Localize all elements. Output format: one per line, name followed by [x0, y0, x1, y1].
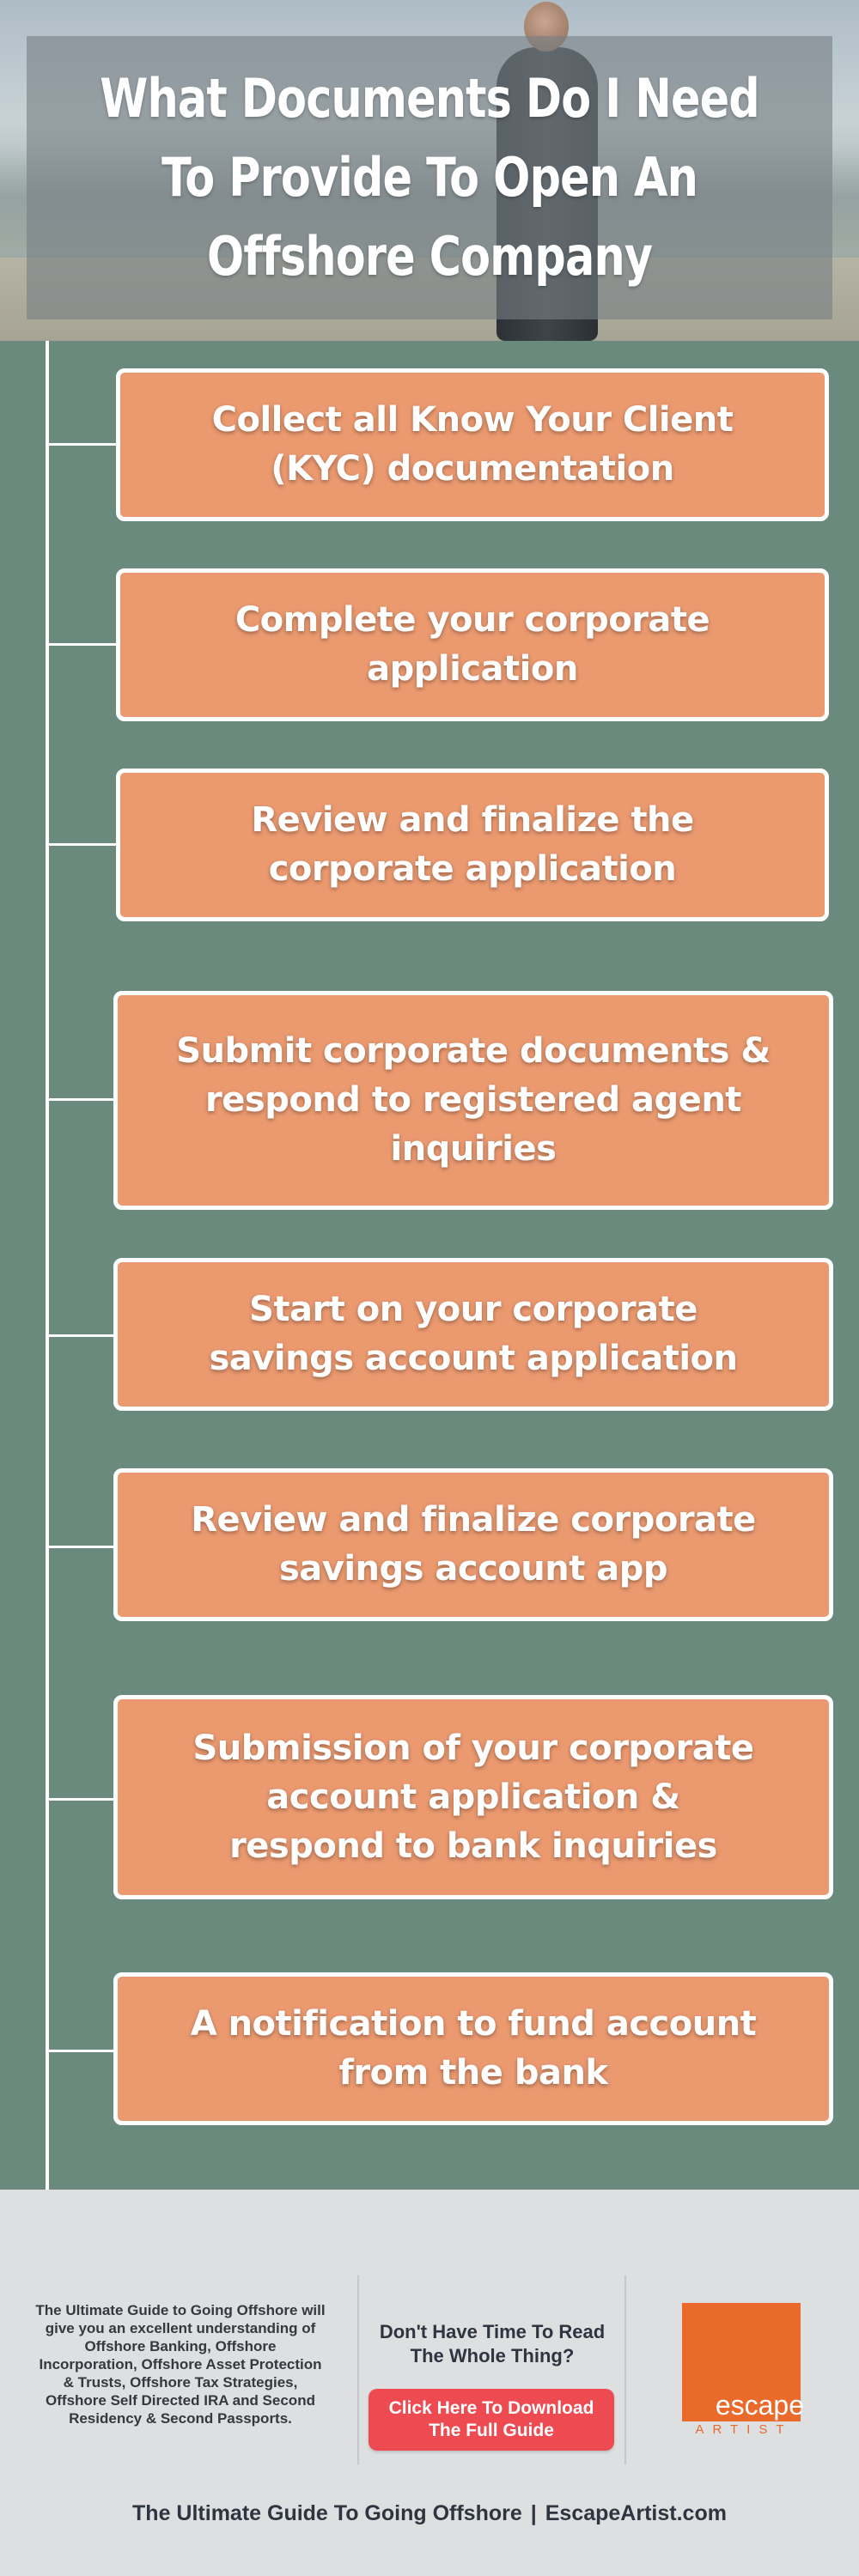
step-card: Submit corporate documents & respond to … [113, 991, 833, 1210]
step-label: Collect all Know Your Client (KYC) docum… [211, 400, 734, 489]
tagline-site-link[interactable]: EscapeArtist.com [545, 2501, 727, 2525]
step-label: Complete your corporate application [235, 600, 710, 689]
timeline-line [46, 341, 49, 2190]
step-label: Review and finalize the corporate applic… [251, 800, 694, 889]
escape-artist-logo[interactable] [682, 2303, 801, 2421]
step-card: Submission of your corporate account app… [113, 1695, 833, 1899]
timeline-connector [47, 2050, 116, 2052]
header: What Documents Do I Need To Provide To O… [0, 0, 859, 341]
logo-wordmark-artist: ARTIST [695, 2422, 793, 2437]
title-box: What Documents Do I Need To Provide To O… [27, 36, 832, 319]
step-label: Submission of your corporate account app… [192, 1728, 754, 1866]
step-card: Collect all Know Your Client (KYC) docum… [116, 368, 829, 521]
cta-question: Don't Have Time To Read The Whole Thing? [379, 2321, 606, 2366]
guide-description: The Ultimate Guide to Going Offshore wil… [35, 2302, 326, 2427]
footer: The Ultimate Guide to Going Offshore wil… [0, 2190, 859, 2576]
download-guide-button[interactable]: Click Here To Download The Full Guide [369, 2389, 614, 2451]
step-card: Review and finalize corporate savings ac… [113, 1468, 833, 1621]
step-label: A notification to fund account from the … [190, 2004, 757, 2093]
timeline-connector [47, 1334, 116, 1337]
steps-timeline: Collect all Know Your Client (KYC) docum… [0, 341, 859, 2190]
timeline-connector [47, 1546, 116, 1548]
step-label: Submit corporate documents & respond to … [176, 1031, 771, 1169]
footer-tagline: The Ultimate Guide To Going Offshore | Esc… [0, 2500, 859, 2526]
step-card: Complete your corporate application [116, 568, 829, 721]
step-card: Start on your corporate savings account … [113, 1258, 833, 1411]
timeline-connector [47, 1098, 116, 1101]
logo-wordmark-escape: escape [715, 2390, 804, 2421]
footer-divider [357, 2275, 359, 2464]
timeline-connector [47, 843, 119, 846]
tagline-guide-title: The Ultimate Guide To Going Offshore [132, 2501, 522, 2525]
tagline-separator: | [530, 2501, 537, 2525]
step-card: Review and finalize the corporate applic… [116, 769, 829, 921]
page-title: What Documents Do I Need To Provide To O… [100, 67, 759, 288]
timeline-connector [47, 443, 119, 446]
footer-divider [624, 2275, 626, 2464]
step-label: Start on your corporate savings account … [209, 1290, 739, 1378]
step-card: A notification to fund account from the … [113, 1972, 833, 2125]
step-label: Review and finalize corporate savings ac… [191, 1500, 756, 1589]
timeline-connector [47, 1798, 116, 1801]
timeline-connector [47, 643, 119, 646]
